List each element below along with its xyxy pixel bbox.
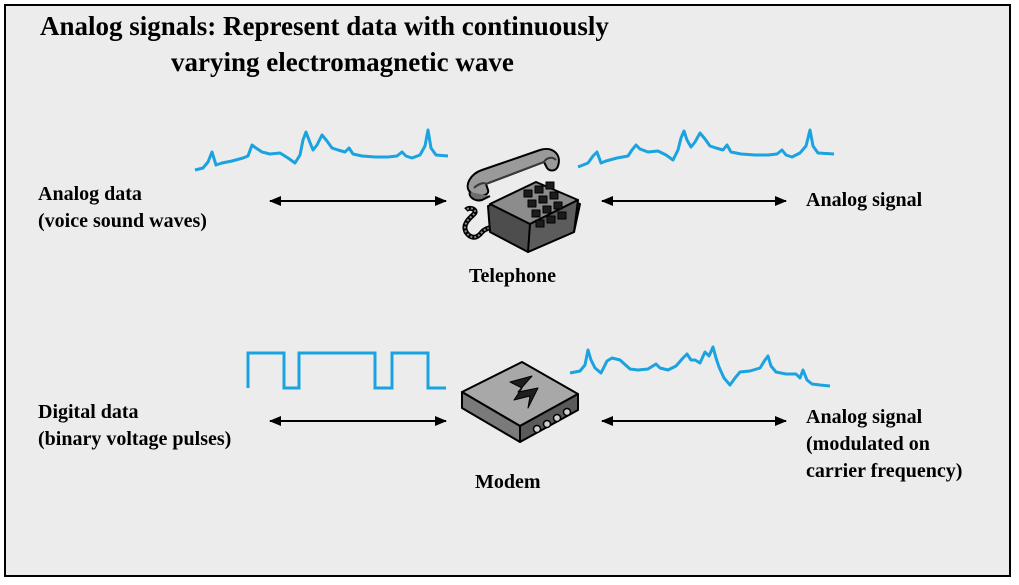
modem-label: Modem [475,471,541,493]
analog-data-sublabel: (voice sound waves) [38,210,207,232]
analog-signal-waveform-bottom [569,345,831,388]
modem-icon [461,361,579,443]
telephone-icon [462,148,581,253]
analog-signal-sublabel-2: carrier frequency) [806,460,963,482]
digital-pulses-waveform [246,351,446,390]
analog-signal-sublabel-1: (modulated on [806,433,930,455]
title-line-1: Analog signals: Represent data with cont… [40,11,609,41]
analog-data-label: Analog data [38,183,142,205]
analog-signal-waveform-top [577,128,835,169]
diagram-frame [4,4,1011,577]
title-line-2: varying electromagnetic wave [171,47,514,77]
digital-data-sublabel: (binary voltage pulses) [38,428,232,450]
analog-signal-label-bottom: Analog signal [806,406,923,428]
digital-data-label: Digital data [38,401,139,423]
analog-signal-label-top: Analog signal [806,189,923,211]
telephone-label: Telephone [469,265,557,287]
voice-waveform [194,128,449,172]
